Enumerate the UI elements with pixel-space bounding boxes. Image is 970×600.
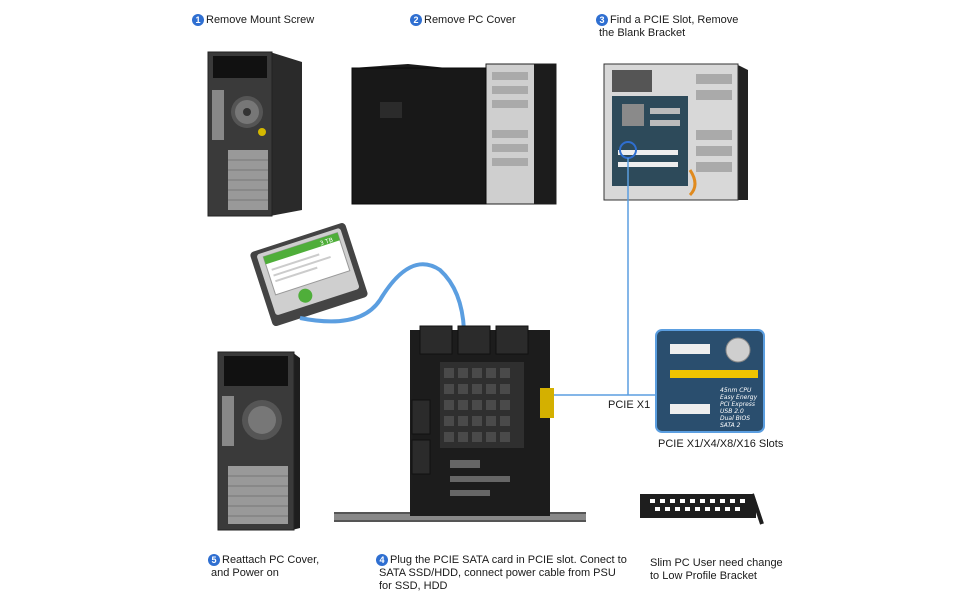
chip-text-6: SATA 2: [720, 422, 741, 429]
step-4-text-line3: for SSD, HDD: [379, 580, 448, 592]
low-profile-bracket: [640, 493, 764, 525]
step-4-text-line2: SATA SSD/HDD, connect power cable from P…: [379, 567, 616, 579]
tower-2-cover-removed: [351, 63, 557, 205]
chip-text-5: Dual BIOS: [720, 415, 750, 422]
chip-text-2: Easy Energy: [720, 394, 758, 401]
step-4-text-line1: Plug the PCIE SATA card in PCIE slot. Co…: [390, 554, 627, 566]
slim-pc-label: Slim PC User need change to Low Profile …: [650, 557, 783, 583]
tower-3-open-with-motherboard: [603, 63, 748, 201]
pcie-slots-closeup: 45nm CPU Easy Energy PCI Express USB 2.0…: [655, 329, 765, 433]
chip-text-4: USB 2.0: [720, 408, 744, 415]
chip-text-1: 45nm CPU: [720, 387, 752, 394]
step-1-badge: 1: [192, 14, 204, 26]
slim-pc-line1: Slim PC User need change: [650, 557, 783, 569]
pcie-slots-label: PCIE X1/X4/X8/X16 Slots: [658, 438, 784, 450]
step-5-badge: 5: [208, 554, 220, 566]
step-5-text-line1: Reattach PC Cover,: [222, 554, 320, 566]
step-2-text: Remove PC Cover: [424, 14, 516, 26]
hdd-capacity-text: 3 TB: [319, 237, 334, 248]
step-3-text-line2: the Blank Bracket: [599, 27, 686, 39]
pcie-x1-label: PCIE X1: [608, 399, 651, 411]
step-3-text-line1: Find a PCIE Slot, Remove: [610, 14, 739, 26]
heatsink: [440, 362, 524, 448]
pcie-sata-card: [334, 325, 586, 522]
hard-disk-drive: 3 TB: [250, 223, 368, 327]
sata-cable: [299, 262, 466, 331]
tower-5-reassembled: [217, 351, 300, 531]
connector-lines: [552, 158, 668, 396]
chip-text-3: PCI Express: [720, 401, 755, 408]
step-1-text: Remove Mount Screw: [206, 14, 315, 26]
step-3-badge: 3: [596, 14, 608, 26]
step-4-badge: 4: [376, 554, 388, 566]
step-2-badge: 2: [410, 14, 422, 26]
slim-pc-line2: to Low Profile Bracket: [650, 570, 757, 582]
tower-1-back-view: [207, 51, 302, 217]
step-5-text-line2: and Power on: [211, 567, 279, 579]
